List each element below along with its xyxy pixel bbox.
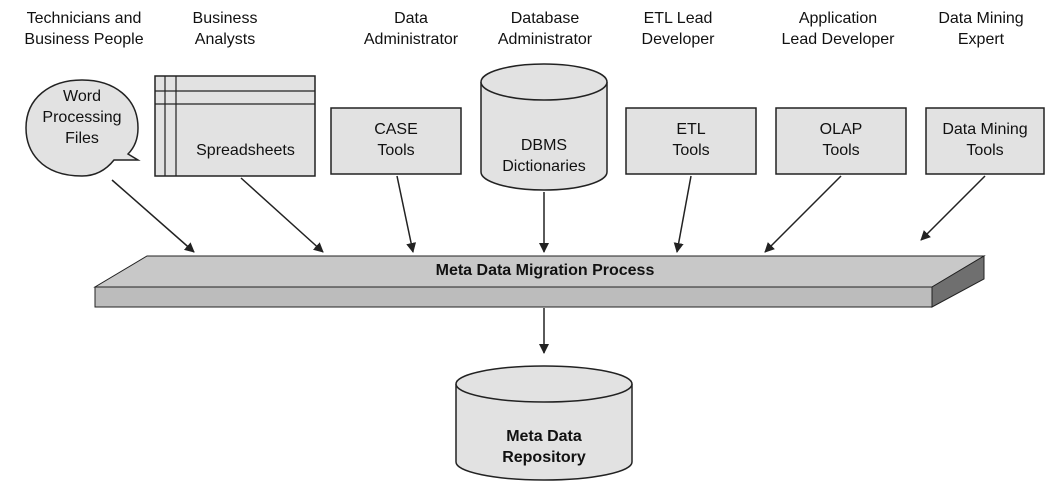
role-application-lead-line2: Lead Developer	[781, 31, 895, 48]
repository-label-line1: Meta Data	[506, 428, 582, 445]
word-processing-files-shape	[25, 79, 141, 177]
arrow-datamining-to-process	[920, 175, 986, 241]
dbms-dictionaries-cylinder	[480, 63, 608, 191]
arrow-word-to-process	[111, 179, 195, 253]
role-business-analysts-line2: Analysts	[194, 31, 256, 48]
role-technicians: Technicians and Business People	[0, 8, 168, 50]
arrow-spreadsheets-to-process	[240, 177, 324, 253]
spreadsheets-label-line1: Spreadsheets	[196, 142, 295, 159]
case-label-line1: CASE	[374, 121, 418, 138]
role-database-administrator-line1: Database	[510, 10, 580, 27]
role-business-analysts: Business Analysts	[170, 8, 280, 50]
role-etl-lead-developer: ETL Lead Developer	[628, 8, 728, 50]
role-technicians-line1: Technicians and	[26, 10, 142, 27]
role-database-administrator-line2: Administrator	[497, 31, 593, 48]
spreadsheets-label: Spreadsheets	[176, 140, 315, 161]
word-processing-files-label: Word Processing Files	[32, 86, 132, 149]
role-data-administrator: Data Administrator	[356, 8, 466, 50]
role-technicians-line2: Business People	[24, 31, 144, 48]
migration-process-label: Meta Data Migration Process	[435, 262, 655, 279]
role-data-administrator-line1: Data	[394, 10, 428, 27]
datamining-label-line1: Data Mining	[942, 121, 1028, 138]
etl-tools-label: ETL Tools	[626, 119, 756, 161]
case-tools-box	[330, 107, 462, 175]
migration-process-bar	[93, 255, 986, 308]
arrow-olap-to-process	[764, 175, 842, 253]
etl-tools-box	[625, 107, 757, 175]
case-tools-label: CASE Tools	[331, 119, 461, 161]
meta-data-repository-cylinder	[455, 365, 633, 481]
datamining-label-line2: Tools	[966, 142, 1004, 159]
case-label-line2: Tools	[377, 142, 415, 159]
dbms-label-line2: Dictionaries	[502, 158, 586, 175]
spreadsheets-shape	[154, 75, 316, 177]
arrow-etl-to-process	[673, 175, 692, 253]
etl-label-line2: Tools	[672, 142, 710, 159]
olap-label-line2: Tools	[822, 142, 860, 159]
role-data-mining-expert-line2: Expert	[957, 31, 1005, 48]
role-etl-lead-line1: ETL Lead	[643, 10, 713, 27]
role-etl-lead-line2: Developer	[641, 31, 715, 48]
role-business-analysts-line1: Business	[192, 10, 258, 27]
data-mining-tools-label: Data Mining Tools	[926, 119, 1044, 161]
role-data-administrator-line2: Administrator	[363, 31, 459, 48]
role-application-lead-line1: Application	[798, 10, 878, 27]
word-label-line2: Processing	[42, 109, 122, 126]
role-data-mining-expert: Data Mining Expert	[921, 8, 1041, 50]
arrow-case-to-process	[396, 175, 417, 253]
olap-tools-box	[775, 107, 907, 175]
olap-label-line1: OLAP	[819, 121, 863, 138]
repository-label-line2: Repository	[502, 449, 586, 466]
olap-tools-label: OLAP Tools	[776, 119, 906, 161]
role-data-mining-expert-line1: Data Mining	[938, 10, 1024, 27]
data-mining-tools-box	[925, 107, 1045, 175]
word-label-line3: Files	[65, 130, 99, 147]
word-label-line1: Word	[63, 88, 101, 105]
dbms-label-line1: DBMS	[520, 137, 568, 154]
role-database-administrator: Database Administrator	[486, 8, 604, 50]
dbms-dictionaries-label: DBMS Dictionaries	[481, 135, 607, 177]
role-application-lead-developer: Application Lead Developer	[763, 8, 913, 50]
etl-label-line1: ETL	[676, 121, 706, 138]
meta-data-repository-label: Meta Data Repository	[466, 426, 622, 468]
